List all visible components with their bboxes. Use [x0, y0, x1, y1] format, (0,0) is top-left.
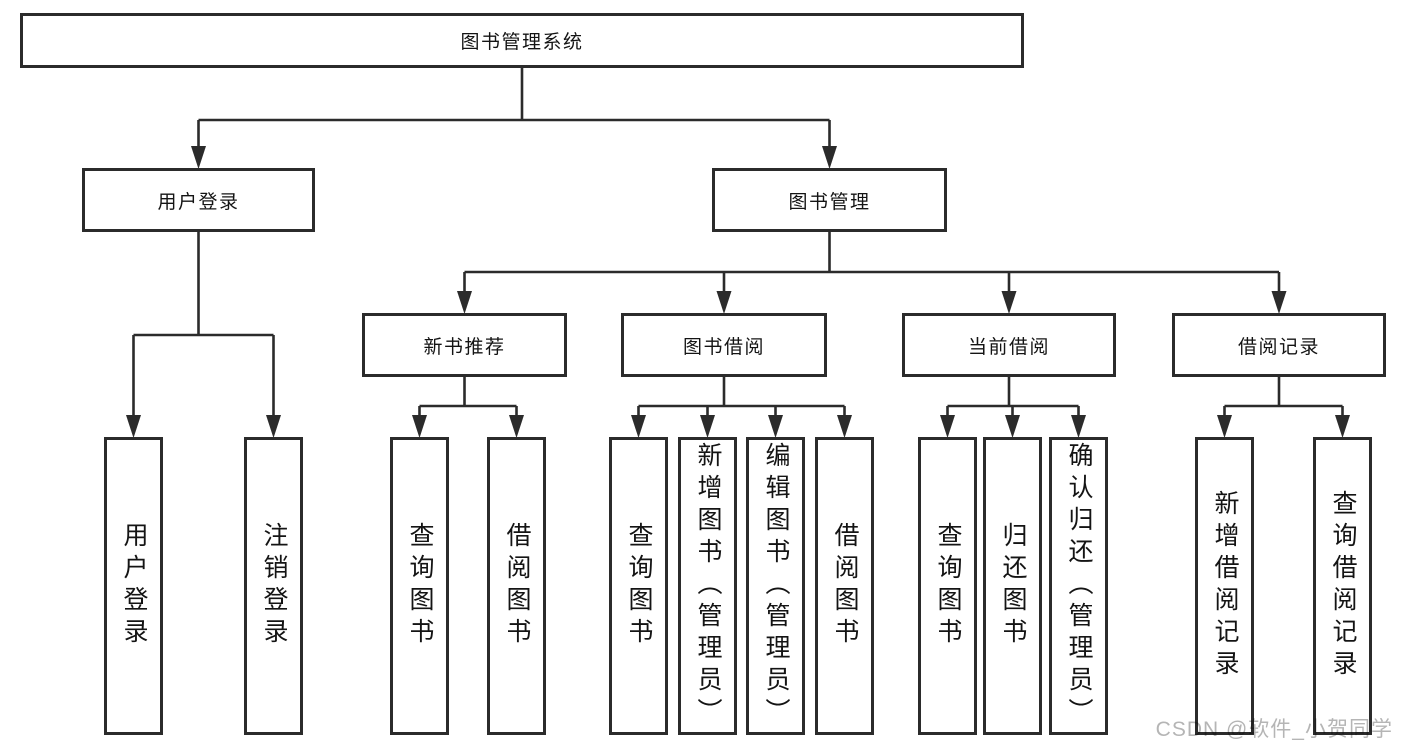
node-book-management-branch-label: 图书管理: [788, 191, 871, 213]
connector-user-login-to-leaves: [126, 232, 281, 438]
node-borrow-records: 借阅记录: [1172, 313, 1386, 377]
leaf-newbook-query: 查询图书: [390, 437, 449, 735]
connector-borrow-records-to-leaves: [1217, 377, 1350, 438]
leaf-logout-label: 注销登录: [260, 522, 288, 650]
node-borrow-records-label: 借阅记录: [1237, 336, 1320, 358]
node-book-borrow: 图书借阅: [621, 313, 827, 377]
leaf-newbook-borrow-label: 借阅图书: [503, 522, 531, 650]
leaf-record-add: 新增借阅记录: [1195, 437, 1254, 735]
connector-book-borrow-to-leaves: [631, 377, 852, 438]
leaf-borrow-book: 借阅图书: [815, 437, 874, 735]
leaf-borrow-add-admin: 新增图书（管理员）: [678, 437, 737, 735]
connector-book-mgmt-to-submodules: [457, 232, 1287, 314]
leaf-current-query: 查询图书: [918, 437, 977, 735]
leaf-record-query: 查询借阅记录: [1313, 437, 1372, 735]
leaf-borrow-edit-admin-label: 编辑图书（管理员）: [762, 442, 790, 730]
node-user-login-branch: 用户登录: [82, 168, 315, 232]
leaf-logout: 注销登录: [244, 437, 303, 735]
leaf-record-query-label: 查询借阅记录: [1329, 490, 1357, 682]
leaf-user-login: 用户登录: [104, 437, 163, 735]
leaf-newbook-borrow: 借阅图书: [487, 437, 546, 735]
leaf-record-add-label: 新增借阅记录: [1211, 490, 1239, 682]
node-new-book-recommend: 新书推荐: [362, 313, 567, 377]
node-book-management-branch: 图书管理: [712, 168, 947, 232]
connector-root-to-branches: [191, 68, 837, 169]
leaf-current-confirm-admin-label: 确认归还（管理员）: [1065, 442, 1093, 730]
leaf-current-return: 归还图书: [983, 437, 1042, 735]
node-root-label: 图书管理系统: [460, 32, 584, 53]
leaf-user-login-label: 用户登录: [120, 522, 148, 650]
leaf-borrow-add-admin-label: 新增图书（管理员）: [694, 442, 722, 730]
node-book-borrow-label: 图书借阅: [682, 336, 765, 358]
leaf-current-confirm-admin: 确认归还（管理员）: [1049, 437, 1108, 735]
leaf-borrow-book-label: 借阅图书: [831, 522, 859, 650]
leaf-borrow-query-label: 查询图书: [625, 522, 653, 650]
leaf-current-return-label: 归还图书: [999, 522, 1027, 650]
node-current-borrow: 当前借阅: [902, 313, 1116, 377]
leaf-borrow-query: 查询图书: [609, 437, 668, 735]
node-root: 图书管理系统: [20, 13, 1024, 68]
leaf-newbook-query-label: 查询图书: [406, 522, 434, 650]
node-new-book-recommend-label: 新书推荐: [423, 336, 506, 358]
node-current-borrow-label: 当前借阅: [967, 336, 1050, 358]
node-user-login-branch-label: 用户登录: [157, 191, 240, 213]
connector-current-borrow-to-leaves: [940, 377, 1086, 438]
leaf-borrow-edit-admin: 编辑图书（管理员）: [746, 437, 805, 735]
connector-new-book-to-leaves: [412, 377, 524, 438]
leaf-current-query-label: 查询图书: [934, 522, 962, 650]
